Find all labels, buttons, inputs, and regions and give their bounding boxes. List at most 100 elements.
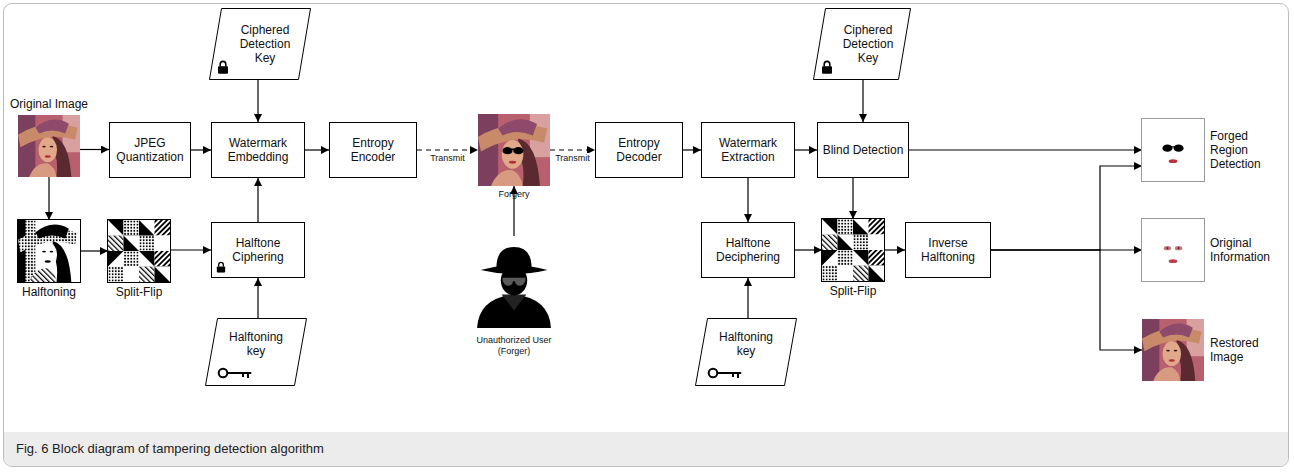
edge-label: Transmit: [553, 153, 592, 164]
box-label: JPEG Quantization: [114, 136, 186, 164]
text-area: Blind Detection: [818, 123, 908, 177]
flow-arrow: [795, 249, 822, 250]
image-label: Forged Region Detection: [1210, 129, 1280, 171]
key-parallelogram: Ciphered Detection Key: [813, 8, 911, 80]
transmit-connector: [550, 149, 595, 150]
halftone-image: Halftoning: [18, 220, 80, 299]
flow-arrow: [257, 278, 258, 318]
image-illustration: [478, 114, 550, 186]
key-icon: [707, 366, 743, 380]
image-illustration: [1142, 219, 1204, 281]
flow-arrow: [257, 178, 258, 222]
flow-arrow: [191, 149, 211, 150]
key-parallelogram: Ciphered Detection Key: [209, 8, 311, 80]
result-image: Original Information: [1142, 219, 1280, 281]
parallelogram-shape: [206, 319, 307, 386]
image-label: Split-Flip: [116, 285, 163, 299]
box-label: Halftoning key: [709, 330, 783, 358]
image-label: Unauthorized User (Forger): [470, 335, 558, 357]
box-label: Halftone Deciphering: [706, 236, 790, 264]
flow-arrow: [884, 249, 905, 250]
flow-arrow: [852, 178, 853, 219]
image-illustration: [470, 236, 558, 332]
forger-figure: Unauthorized User (Forger): [470, 236, 558, 357]
flow-arrow: [795, 149, 817, 150]
process-box: Inverse Halftoning: [905, 222, 991, 278]
image-label: Original Information: [1210, 236, 1280, 264]
flow-arrow: [862, 80, 863, 122]
lock-icon: [821, 60, 833, 74]
split-flip-image: Split-Flip: [822, 219, 884, 298]
process-box: Blind Detection: [817, 122, 909, 178]
key-parallelogram: Halftoning key: [205, 318, 307, 386]
process-box: Entropy Decoder: [595, 122, 683, 178]
box-label: Inverse Halftoning: [910, 236, 986, 264]
image-label: Halftoning: [22, 285, 76, 299]
parallelogram-shape: [814, 9, 911, 80]
flow-arrow: [991, 166, 1142, 250]
box-label: Ciphered Detection Key: [233, 23, 297, 65]
flow-arrow: [909, 149, 1142, 150]
box-label: Watermark Extraction: [706, 136, 790, 164]
text-area: Entropy Decoder: [596, 123, 682, 177]
result-image: Restored Image: [1142, 319, 1280, 381]
box-label: Ciphered Detection Key: [837, 23, 899, 65]
image-illustration: [1142, 319, 1204, 381]
box-label: Entropy Decoder: [600, 136, 678, 164]
image-illustration: [18, 220, 80, 282]
box-label: Blind Detection: [823, 143, 904, 157]
flow-arrow: [991, 250, 1142, 350]
text-area: Entropy Encoder: [330, 123, 416, 177]
process-box: JPEG Quantization: [109, 122, 191, 178]
process-box: Halftone Ciphering: [211, 222, 305, 278]
lock-icon: [216, 261, 226, 273]
image-illustration: [822, 219, 884, 281]
caption-band: Fig. 6 Block diagram of tampering detect…: [4, 432, 1288, 466]
edge-label: Transmit: [428, 153, 467, 164]
flow-arrow: [747, 278, 748, 318]
text-area: Halftone Ciphering: [212, 223, 304, 277]
flow-arrow: [48, 177, 49, 220]
flow-arrow: [305, 149, 329, 150]
flow-arrow: [257, 80, 258, 122]
text-area: JPEG Quantization: [110, 123, 190, 177]
parallelogram-shape: [696, 319, 797, 386]
image-illustration: [108, 220, 170, 282]
image-label: Split-Flip: [830, 284, 877, 298]
result-image: Forged Region Detection: [1142, 119, 1280, 181]
box-label: Halftoning key: [219, 330, 293, 358]
flow-arrow: [80, 149, 109, 150]
text-area: Halftone Deciphering: [702, 223, 794, 277]
box-label: Entropy Encoder: [334, 136, 412, 164]
process-box: Watermark Extraction: [701, 122, 795, 178]
box-label: Halftone Ciphering: [216, 236, 300, 264]
forged-image: Forgery: [478, 114, 550, 200]
flow-arrow: [747, 178, 748, 222]
image-illustration: [1142, 119, 1204, 181]
text-area: Watermark Extraction: [702, 123, 794, 177]
box-label: Watermark Embedding: [216, 136, 300, 164]
split-flip-image: Split-Flip: [108, 220, 170, 299]
original-image: Original Image: [6, 97, 92, 177]
image-label: Original Image: [10, 97, 88, 111]
lock-icon: [217, 60, 229, 74]
image-illustration: [18, 115, 80, 177]
process-box: Halftone Deciphering: [701, 222, 795, 278]
parallelogram-shape: [210, 9, 311, 80]
figure-caption: Fig. 6 Block diagram of tampering detect…: [16, 441, 324, 457]
text-area: Watermark Embedding: [212, 123, 304, 177]
transmit-connector: [417, 149, 478, 150]
process-box: Watermark Embedding: [211, 122, 305, 178]
key-parallelogram: Halftoning key: [695, 318, 797, 386]
flow-arrow: [80, 250, 108, 251]
flow-arrow: [683, 149, 701, 150]
text-area: Inverse Halftoning: [906, 223, 990, 277]
image-label: Restored Image: [1210, 336, 1280, 364]
process-box: Entropy Encoder: [329, 122, 417, 178]
key-icon: [217, 366, 253, 380]
figure-frame: Fig. 6 Block diagram of tampering detect…: [3, 3, 1289, 467]
image-label: Forgery: [498, 189, 529, 200]
